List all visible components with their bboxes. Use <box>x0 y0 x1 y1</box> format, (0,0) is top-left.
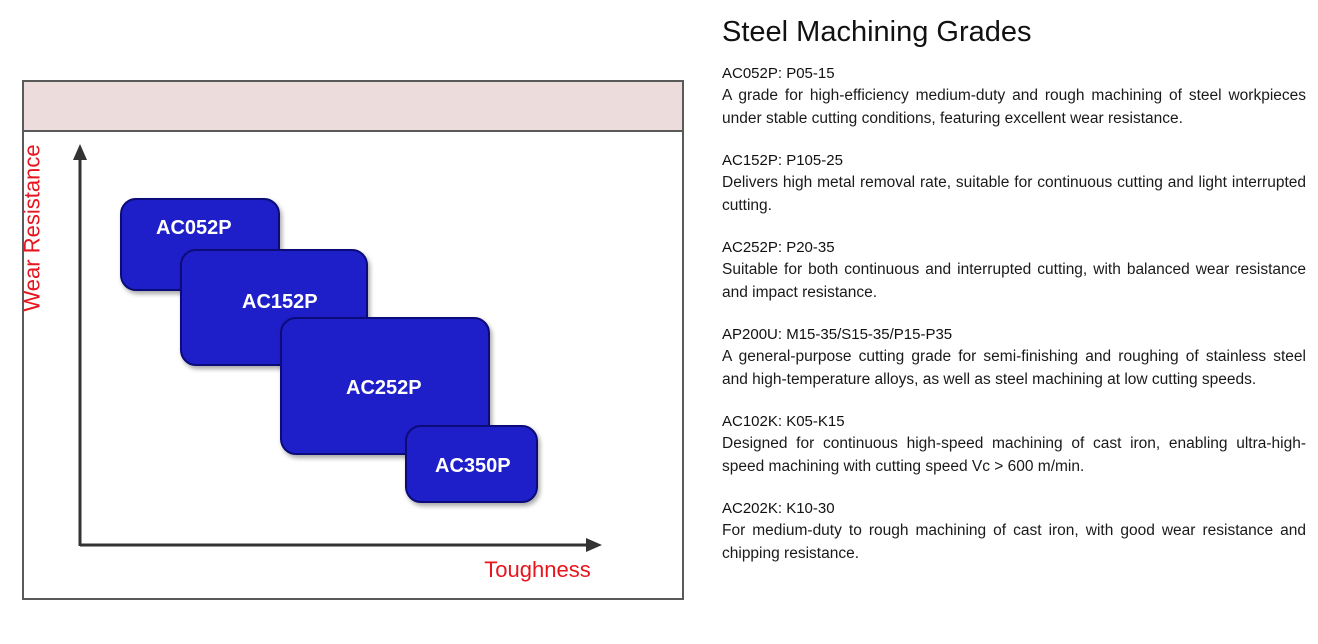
grade-box-label: AC350P <box>435 455 511 477</box>
grade-box-label: AC052P <box>156 217 232 239</box>
x-axis-arrowhead <box>586 538 602 552</box>
grade-item-ap200u: AP200U: M15-35/S15-35/P15-P35 A general-… <box>722 324 1306 391</box>
grade-description: Suitable for both continuous and interru… <box>722 261 1306 301</box>
grade-heading: AC052P: P05-15 <box>722 65 835 82</box>
grade-item-ac102k: AC102K: K05-K15 Designed for continuous … <box>722 411 1306 478</box>
grade-heading: AC202K: K10-30 <box>722 500 835 517</box>
grade-description: Designed for continuous high-speed machi… <box>722 435 1306 475</box>
grade-box-label: AC152P <box>242 291 318 313</box>
grade-heading: AC152P: P105-25 <box>722 152 843 169</box>
y-axis-label-text: Wear Resistance <box>20 143 46 312</box>
grade-box-ac350p: AC350P <box>405 425 538 503</box>
grade-description: A grade for high-efficiency medium-duty … <box>722 87 1306 127</box>
grade-item-ac252p: AC252P: P20-35 Suitable for both continu… <box>722 237 1306 304</box>
grade-list: AC052P: P05-15 A grade for high-efficien… <box>722 63 1306 565</box>
grade-heading: AC252P: P20-35 <box>722 239 835 256</box>
grade-heading: AC102K: K05-K15 <box>722 413 845 430</box>
grade-description: Delivers high metal removal rate, suitab… <box>722 174 1306 214</box>
y-axis-arrowhead <box>73 144 87 160</box>
diagram-header-band <box>24 82 682 132</box>
y-axis-label: Wear Resistance <box>20 140 46 315</box>
grade-item-ac052p: AC052P: P05-15 A grade for high-efficien… <box>722 63 1306 130</box>
grade-description: A general-purpose cutting grade for semi… <box>722 348 1306 388</box>
grade-diagram-panel <box>22 80 684 600</box>
diagram-axes <box>73 144 602 552</box>
grade-item-ac152p: AC152P: P105-25 Delivers high metal remo… <box>722 150 1306 217</box>
page-title: Steel Machining Grades <box>722 16 1032 48</box>
grade-box-label: AC252P <box>346 377 422 399</box>
grade-info-panel: Steel Machining Grades AC052P: P05-15 A … <box>722 12 1306 585</box>
grade-description: For medium-duty to rough machining of ca… <box>722 522 1306 562</box>
grade-item-ac202k: AC202K: K10-30 For medium-duty to rough … <box>722 498 1306 565</box>
grade-heading: AP200U: M15-35/S15-35/P15-P35 <box>722 326 953 343</box>
x-axis-label: Toughness <box>484 557 591 582</box>
